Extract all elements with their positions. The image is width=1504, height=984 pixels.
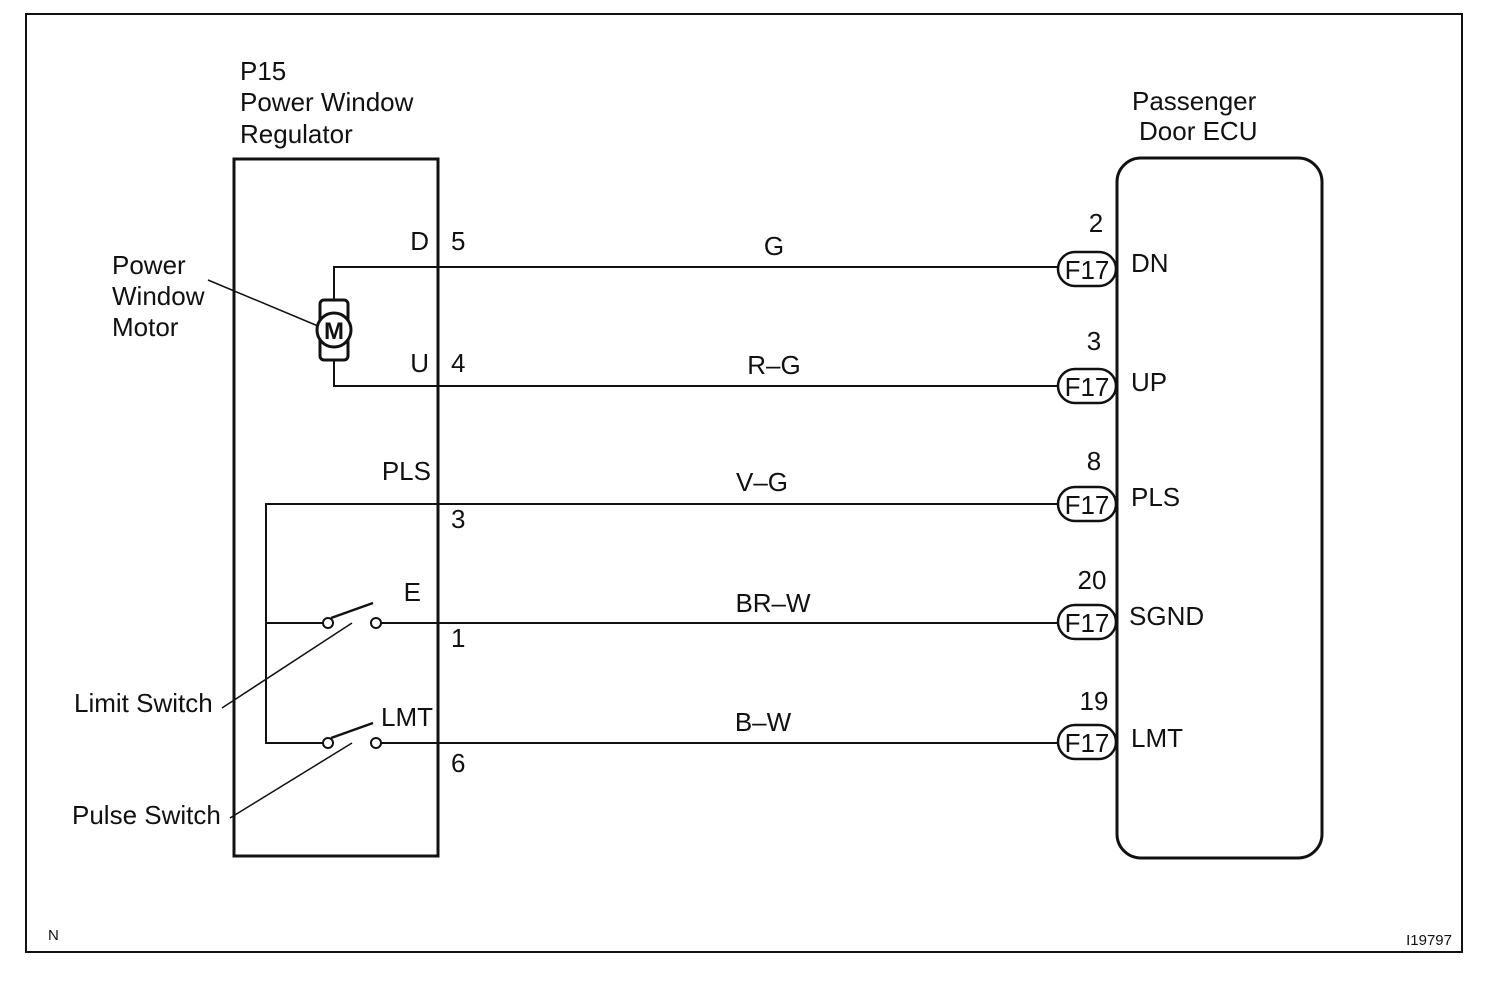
pulse-switch-leader — [229, 742, 353, 819]
wire-color-lmt: B–W — [735, 707, 792, 737]
connector-f17-sgnd — [1056, 603, 1118, 641]
regulator-box — [232, 157, 440, 858]
ecu-terminal-sgnd: SGND — [1129, 601, 1204, 631]
reg-pin-5: 5 — [451, 226, 465, 256]
footer-left-code: N — [48, 927, 59, 944]
connector-f17-pls — [1056, 485, 1118, 523]
connector-label-lmt: F17 — [1065, 728, 1110, 758]
motor-wire-bottom — [333, 360, 438, 387]
ecu-pin-19: 19 — [1080, 686, 1109, 716]
regulator-name-line2: Regulator — [240, 119, 353, 149]
limit-switch-leader — [221, 622, 353, 709]
wire-color-sgnd: BR–W — [735, 588, 811, 618]
limit-switch-blade — [330, 601, 374, 620]
connector-label-up: F17 — [1065, 372, 1110, 402]
regulator-connector-code: P15 — [240, 56, 286, 86]
motor-label-line1: Power — [112, 250, 186, 280]
connector-f17-dn — [1056, 250, 1118, 288]
connector-label-dn: F17 — [1065, 255, 1110, 285]
reg-terminal-u: U — [410, 348, 429, 378]
motor-circle — [315, 311, 353, 349]
ecu-pin-20: 20 — [1078, 565, 1107, 595]
reg-pin-6: 6 — [451, 748, 465, 778]
reg-terminal-e: E — [404, 577, 421, 607]
pulse-switch-contact-right — [370, 737, 382, 749]
reg-pin-3: 3 — [451, 504, 465, 534]
pulse-switch-blade — [330, 721, 374, 740]
reg-terminal-lmt: LMT — [381, 702, 433, 732]
pulse-switch-contact-left — [322, 737, 334, 749]
reg-pin-4: 4 — [451, 348, 465, 378]
limit-switch-contact-right — [370, 617, 382, 629]
wire-color-up: R–G — [747, 350, 800, 380]
wire-color-dn: G — [764, 231, 784, 261]
connector-label-pls: F17 — [1065, 490, 1110, 520]
connector-f17-lmt — [1056, 723, 1118, 761]
limit-switch-contact-left — [322, 617, 334, 629]
ecu-name-line1: Passenger — [1132, 86, 1257, 116]
reg-pin-1: 1 — [451, 623, 465, 653]
connector-f17-up — [1056, 367, 1118, 405]
motor-symbol: M — [324, 318, 344, 345]
ecu-terminal-up: UP — [1131, 367, 1167, 397]
motor-label-line3: Motor — [112, 312, 179, 342]
ecu-terminal-lmt: LMT — [1131, 723, 1183, 753]
motor-wire-top — [333, 266, 438, 300]
regulator-name-line1: Power Window — [240, 87, 414, 117]
ecu-pin-3: 3 — [1087, 326, 1101, 356]
connector-label-sgnd: F17 — [1065, 608, 1110, 638]
pulse-switch-label: Pulse Switch — [72, 800, 221, 830]
ecu-name-line2: Door ECU — [1139, 116, 1257, 146]
motor-label-line2: Window — [112, 281, 205, 311]
ecu-terminal-dn: DN — [1131, 248, 1169, 278]
reg-terminal-d: D — [410, 226, 429, 256]
wire-color-pls: V–G — [736, 467, 788, 497]
diagram-frame — [25, 13, 1463, 953]
ecu-terminal-pls: PLS — [1131, 482, 1180, 512]
ecu-pin-2: 2 — [1089, 208, 1103, 238]
ecu-box — [1115, 156, 1324, 860]
limit-switch-label: Limit Switch — [74, 688, 213, 718]
motor-leader-line — [207, 279, 319, 327]
reg-terminal-pls: PLS — [382, 456, 431, 486]
figure-id: I19797 — [1406, 932, 1452, 949]
ecu-pin-8: 8 — [1087, 446, 1101, 476]
